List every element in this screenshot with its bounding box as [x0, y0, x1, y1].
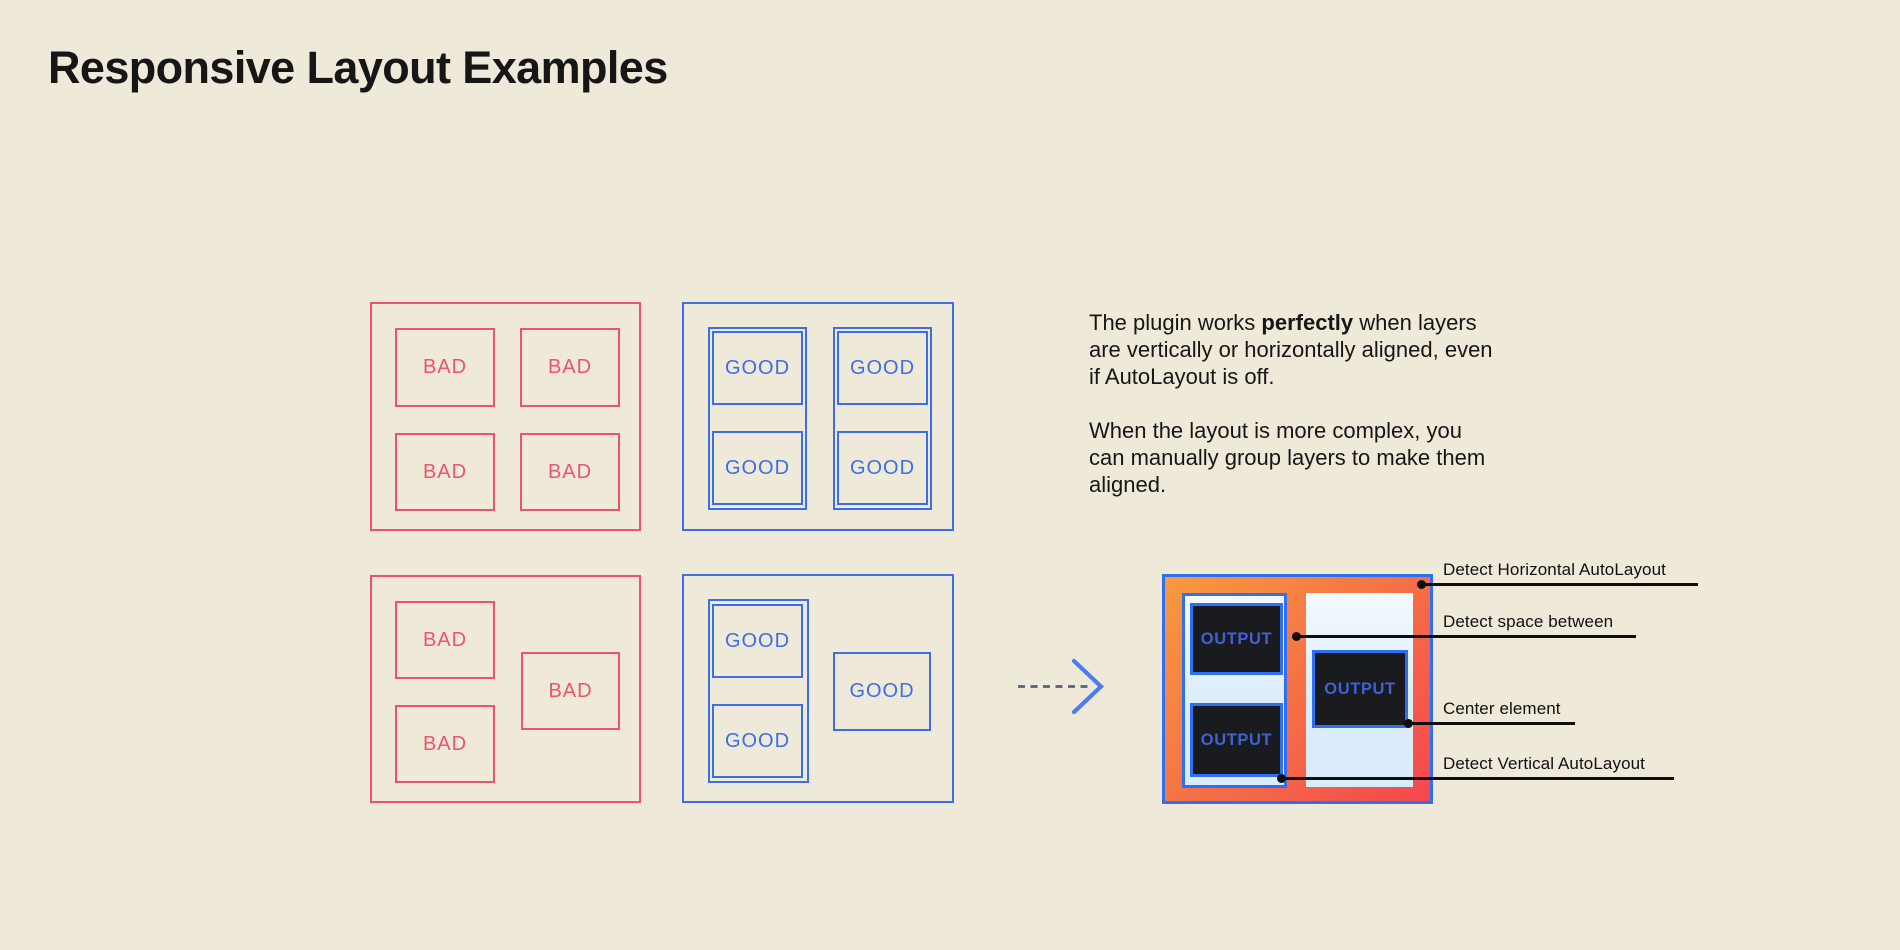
good-box: GOOD — [837, 431, 928, 505]
bad-box-label: BAD — [547, 460, 593, 483]
bad-box: BAD — [395, 705, 495, 783]
good-box-label: GOOD — [724, 629, 791, 652]
annotation-label: Center element — [1443, 699, 1561, 718]
layer-group: GOOD GOOD — [708, 327, 807, 510]
transform-arrow-icon — [1018, 658, 1105, 715]
annotation-label: Detect space between — [1443, 612, 1614, 631]
bad-box: BAD — [520, 433, 620, 511]
description-text-part: when layers are vertically or horizontal… — [1089, 310, 1493, 389]
callout-line — [1408, 722, 1575, 725]
bad-box: BAD — [520, 328, 620, 407]
good-box-label: GOOD — [849, 456, 916, 479]
description-paragraph-1: The plugin works perfectly when layers a… — [1089, 309, 1494, 390]
panel-bad-complex: BAD BAD BAD — [370, 575, 641, 803]
bad-box: BAD — [395, 433, 495, 511]
output-box: OUTPUT — [1312, 650, 1408, 728]
panel-bad-aligned: BAD BAD BAD BAD — [370, 302, 641, 531]
bad-box-label: BAD — [422, 356, 468, 378]
output-box: OUTPUT — [1190, 703, 1283, 777]
output-box-label: OUTPUT — [1324, 679, 1396, 698]
good-box-label: GOOD — [724, 729, 791, 752]
panel-good-grouped: GOOD GOOD GOOD GOOD — [682, 302, 954, 531]
bad-box-label: BAD — [422, 628, 468, 651]
arrow-chevron — [1071, 658, 1105, 715]
description-text: The plugin works perfectly when layers a… — [1089, 309, 1494, 498]
vertical-autolayout-column: OUTPUT OUTPUT — [1182, 593, 1287, 788]
page-title: Responsive Layout Examples — [48, 42, 668, 93]
good-box-label: GOOD — [849, 356, 916, 379]
bad-box-label: BAD — [422, 460, 468, 483]
bad-box-label: BAD — [547, 356, 593, 378]
layer-group: GOOD GOOD — [708, 599, 809, 783]
bad-box-label: BAD — [422, 732, 468, 755]
output-box-label: OUTPUT — [1200, 730, 1273, 749]
center-element-column: OUTPUT — [1306, 593, 1413, 787]
good-box-label: GOOD — [724, 356, 791, 379]
bad-box: BAD — [521, 652, 620, 730]
callout-line — [1296, 635, 1636, 638]
output-box: OUTPUT — [1190, 603, 1283, 675]
bad-box-label: BAD — [548, 679, 593, 702]
good-box-label: GOOD — [724, 456, 791, 479]
layer-group: GOOD GOOD — [833, 327, 932, 510]
description-text-bold: perfectly — [1261, 310, 1354, 335]
good-box: GOOD — [833, 652, 931, 731]
annotation-label: Detect Vertical AutoLayout — [1443, 754, 1646, 773]
good-box: GOOD — [712, 704, 803, 778]
bad-box: BAD — [395, 328, 495, 407]
description-paragraph-2: When the layout is more complex, you can… — [1089, 418, 1486, 497]
callout-line — [1281, 777, 1674, 780]
output-autolayout-frame: OUTPUT OUTPUT OUTPUT — [1162, 574, 1433, 804]
description-text-part: The plugin works — [1089, 310, 1262, 335]
good-box: GOOD — [712, 431, 803, 505]
good-box: GOOD — [712, 331, 803, 405]
good-box: GOOD — [837, 331, 928, 405]
panel-good-complex: GOOD GOOD GOOD — [682, 574, 954, 803]
callout-line — [1421, 583, 1698, 586]
bad-box: BAD — [395, 601, 495, 679]
annotation-label: Detect Horizontal AutoLayout — [1443, 560, 1666, 579]
good-box: GOOD — [712, 604, 803, 678]
good-box-label: GOOD — [849, 680, 915, 702]
output-box-label: OUTPUT — [1200, 629, 1273, 648]
